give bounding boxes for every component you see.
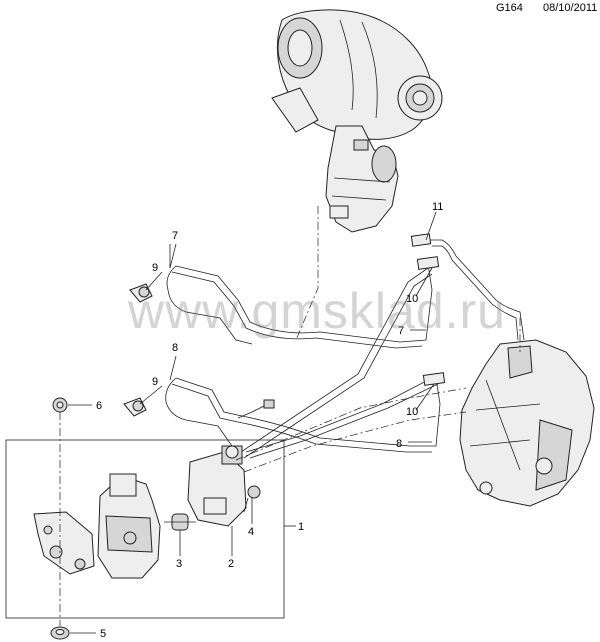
- pipe-11-connector: [410, 233, 432, 247]
- centerline-turbo: [295, 206, 319, 341]
- callout-9-upper: 9: [152, 262, 158, 274]
- rubber-mount: [164, 513, 196, 531]
- clip-9-lower: [123, 397, 147, 417]
- centerline-upper: [235, 387, 467, 461]
- callout-5: 5: [100, 628, 106, 640]
- callout-4: 4: [248, 526, 254, 538]
- solenoid-assembly-frame: [5, 439, 285, 619]
- callout-7-upper: 7: [172, 230, 178, 242]
- turbocharger: [271, 9, 443, 140]
- callout-6: 6: [96, 400, 102, 412]
- pipe-8-tail: [237, 403, 269, 419]
- pipe-7-loop: [166, 265, 253, 345]
- leader-lines: [68, 211, 437, 634]
- pipe-7-connector: [416, 256, 440, 270]
- callout-2: 2: [228, 558, 234, 570]
- diagram-code: G164: [496, 2, 523, 14]
- callout-11: 11: [432, 201, 443, 213]
- bolt: [243, 485, 261, 513]
- callout-3: 3: [176, 558, 182, 570]
- watermark: www.gmsklad.ru: [128, 283, 506, 339]
- diagram-date: 08/10/2011: [543, 2, 598, 14]
- mounting-bracket: [33, 511, 95, 575]
- callout-1: 1: [298, 521, 304, 533]
- callout-8-upper: 8: [172, 342, 178, 354]
- pipe-8-connector: [422, 372, 446, 386]
- vacuum-solenoid-small: [187, 445, 247, 527]
- callout-9-lower: 9: [152, 376, 158, 388]
- pipe-11: [430, 239, 525, 341]
- callout-10-lower: 10: [406, 406, 418, 418]
- callout-10-upper: 10: [406, 293, 418, 305]
- callout-8-right: 8: [396, 438, 402, 450]
- callout-7-right: 7: [398, 325, 404, 337]
- pipe-long-upper: [237, 267, 433, 459]
- catalytic-converter: [325, 125, 399, 233]
- pipe-7: [171, 263, 433, 349]
- centerline-lower: [243, 411, 467, 473]
- pipe-8-tail-cap: [263, 399, 275, 409]
- vacuum-solenoid-large: [97, 473, 161, 579]
- pipe-long-lower: [245, 377, 439, 459]
- transmission-housing: [459, 339, 595, 507]
- screw: [52, 397, 68, 413]
- pipe-8-loop: [165, 377, 233, 447]
- clip-nut: [50, 626, 70, 640]
